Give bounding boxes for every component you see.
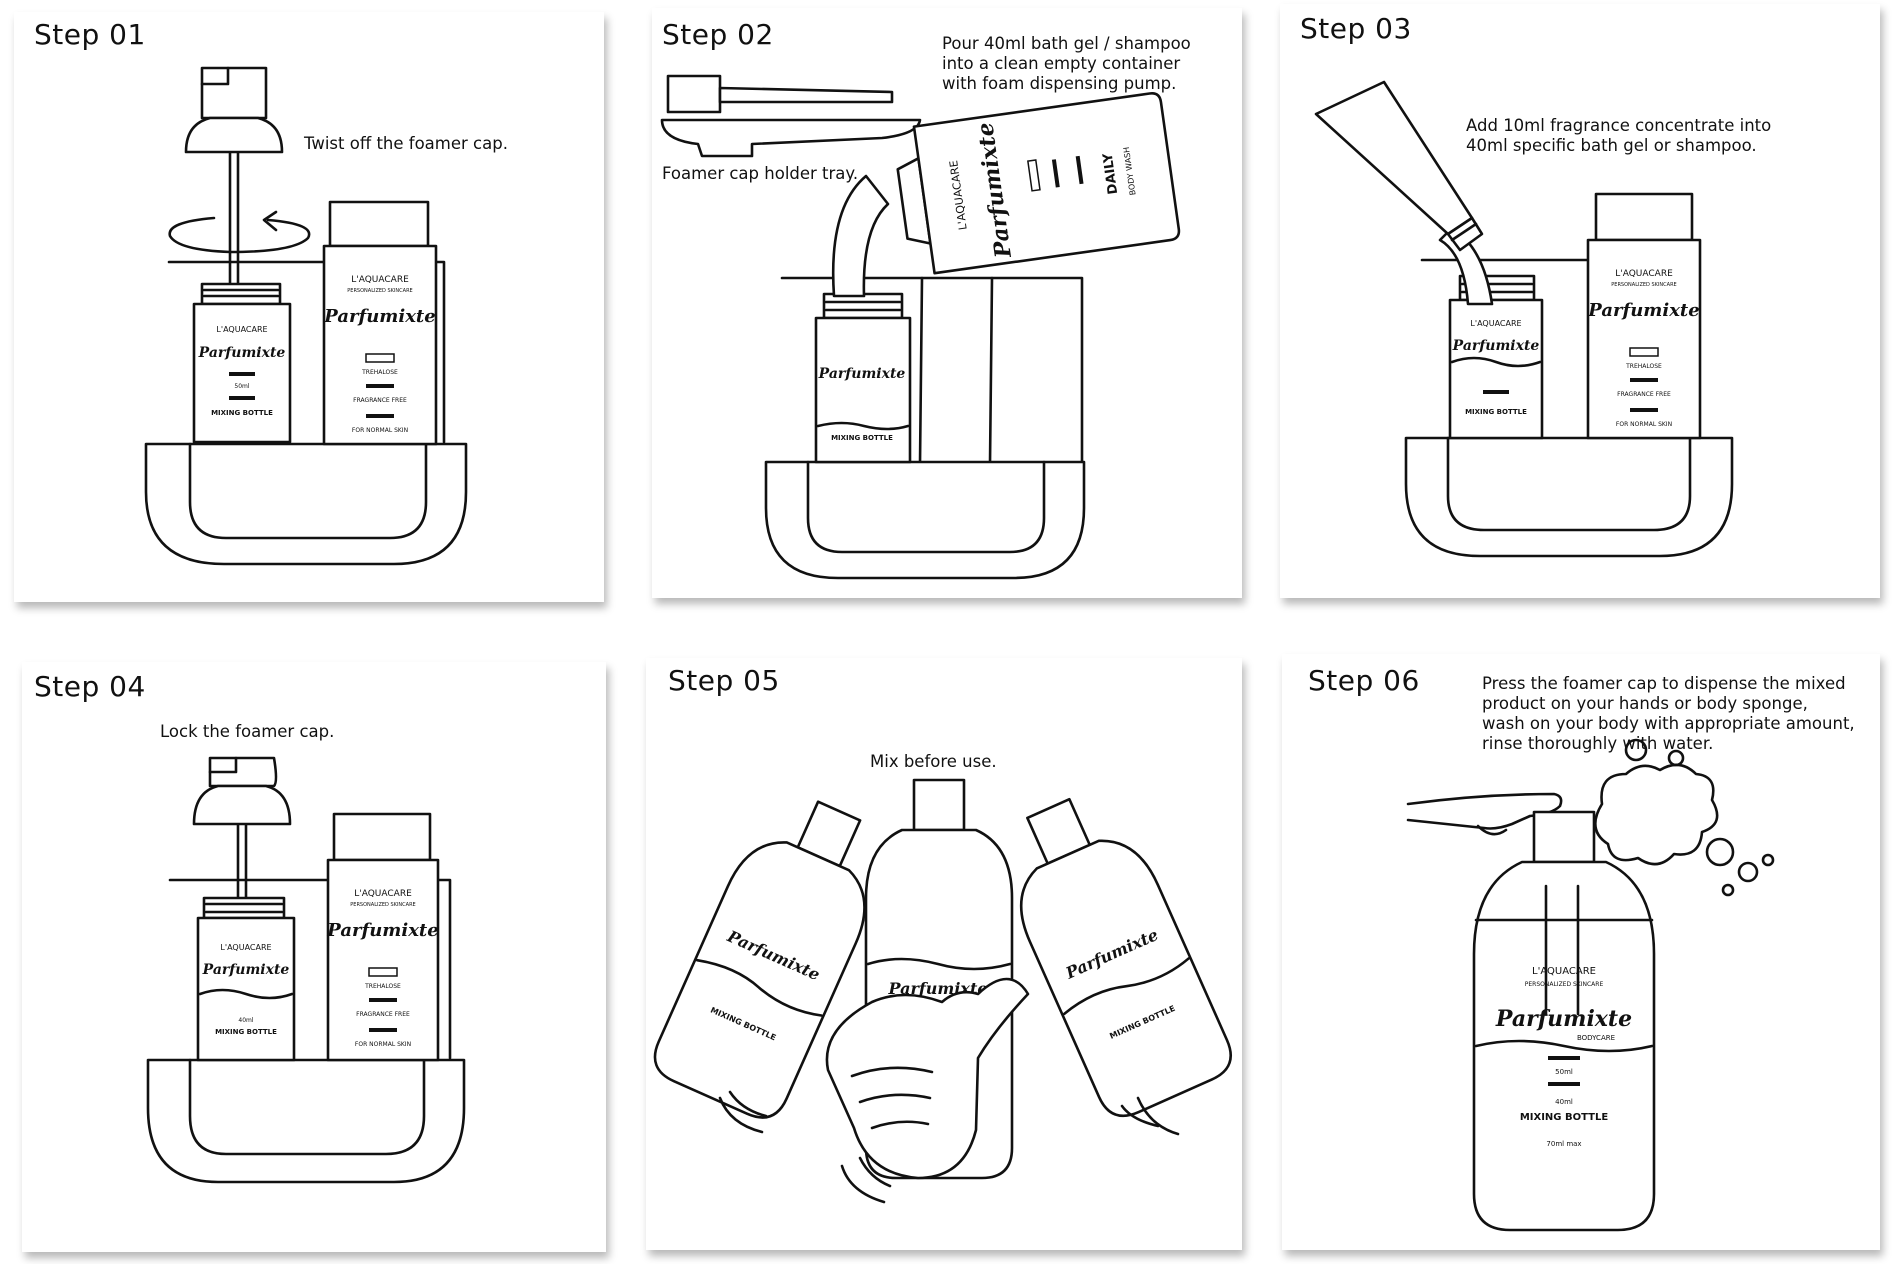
svg-text:50ml: 50ml [1555, 1068, 1573, 1076]
svg-text:Parfumixte: Parfumixte [326, 920, 438, 941]
step-title: Step 01 [34, 18, 146, 51]
svg-text:Parfumixte: Parfumixte [1452, 338, 1540, 354]
svg-text:MIXING BOTTLE: MIXING BOTTLE [211, 409, 273, 417]
step-caption: Press the foamer cap to dispense the mix… [1482, 674, 1855, 753]
step-02-illustration: Parfumixte MIXING BOTTLE L'AQUACARE Parf… [652, 8, 1242, 598]
foamer-cap [186, 68, 282, 152]
step-title: Step 04 [34, 670, 146, 703]
svg-text:BODYCARE: BODYCARE [1577, 1034, 1615, 1042]
svg-text:PERSONALIZED SKINCARE: PERSONALIZED SKINCARE [1525, 981, 1604, 988]
mixing-bottle: L'AQUACARE Parfumixte 50ml MIXING BOTTLE [194, 284, 290, 442]
svg-text:70ml max: 70ml max [1546, 1140, 1581, 1148]
step-01-panel: Step 01 Twist off the foamer cap. L'AQUA… [14, 12, 604, 602]
bottle-left: Parfumixte MIXING BOTTLE [647, 782, 903, 1126]
svg-text:L'AQUACARE: L'AQUACARE [351, 275, 409, 285]
step-02-panel: Step 02 Pour 40ml bath gel / shampoo int… [652, 8, 1242, 598]
svg-text:L'AQUACARE: L'AQUACARE [1532, 966, 1596, 977]
svg-text:L'AQUACARE: L'AQUACARE [216, 325, 267, 334]
holder-tray [146, 444, 466, 564]
svg-text:L'AQUACARE: L'AQUACARE [1470, 319, 1521, 328]
step-04-illustration: L'AQUACARE Parfumixte 40ml MIXING BOTTLE… [22, 662, 606, 1252]
svg-text:MIXING BOTTLE: MIXING BOTTLE [1520, 1112, 1609, 1123]
svg-text:MIXING BOTTLE: MIXING BOTTLE [831, 434, 893, 442]
svg-text:MIXING BOTTLE: MIXING BOTTLE [1465, 408, 1527, 416]
svg-text:50ml: 50ml [234, 383, 249, 390]
daily-bottle: L'AQUACARE PERSONALIZED SKINCARE Parfumi… [1587, 194, 1700, 438]
fragrance-tube [1316, 82, 1482, 250]
mixing-bottle-large: L'AQUACARE PERSONALIZED SKINCARE Parfumi… [1474, 812, 1654, 1230]
bottle-right: Parfumixte MIXING BOTTLE [984, 781, 1240, 1125]
mixing-bottle: L'AQUACARE Parfumixte MIXING BOTTLE [1450, 276, 1542, 438]
foam-bubbles [1595, 740, 1773, 895]
svg-text:Parfumixte: Parfumixte [323, 306, 435, 327]
svg-text:Parfumixte: Parfumixte [202, 962, 290, 978]
step-03-illustration: L'AQUACARE Parfumixte MIXING BOTTLE L'AQ… [1280, 4, 1880, 598]
step-06-panel: Step 06 Press the foamer cap to dispense… [1282, 654, 1880, 1250]
step-caption: Add 10ml fragrance concentrate into 40ml… [1466, 116, 1772, 155]
step-04-panel: Step 04 Lock the foamer cap. L'AQUACARE … [22, 662, 606, 1252]
daily-bottle: L'AQUACARE PERSONALIZED SKINCARE Parfumi… [323, 202, 436, 444]
svg-text:L'AQUACARE: L'AQUACARE [220, 943, 271, 952]
step-title: Step 02 [662, 18, 774, 51]
svg-text:Parfumixte: Parfumixte [818, 366, 906, 382]
daily-bottle-pouring: L'AQUACARE Parfumixte DAILY BODY WASH [892, 92, 1180, 276]
svg-text:FRAGRANCE FREE: FRAGRANCE FREE [353, 397, 407, 404]
svg-text:DAILY: DAILY [1101, 152, 1122, 196]
svg-text:L'AQUACARE: L'AQUACARE [354, 889, 412, 899]
svg-text:Parfumixte: Parfumixte [198, 345, 286, 361]
svg-text:MIXING BOTTLE: MIXING BOTTLE [215, 1028, 277, 1036]
step-caption: Mix before use. [870, 752, 997, 771]
svg-text:FRAGRANCE FREE: FRAGRANCE FREE [1617, 391, 1671, 398]
svg-text:40ml: 40ml [238, 1017, 253, 1024]
step-caption: Pour 40ml bath gel / shampoo into a clea… [942, 34, 1191, 93]
tray-caption: Foamer cap holder tray. [662, 164, 859, 183]
svg-text:PERSONALIZED SKINCARE: PERSONALIZED SKINCARE [1611, 282, 1676, 288]
svg-text:FRAGRANCE FREE: FRAGRANCE FREE [356, 1011, 410, 1018]
step-title: Step 03 [1300, 12, 1412, 45]
svg-text:FOR NORMAL SKIN: FOR NORMAL SKIN [1616, 421, 1672, 428]
svg-text:Parfumixte: Parfumixte [1495, 1006, 1632, 1032]
mixing-bottle: L'AQUACARE Parfumixte 40ml MIXING BOTTLE [198, 898, 294, 1060]
step-title: Step 06 [1308, 664, 1420, 697]
step-03-panel: Step 03 Add 10ml fragrance concentrate i… [1280, 4, 1880, 598]
svg-text:TREHALOSE: TREHALOSE [364, 983, 401, 990]
step-01-illustration: L'AQUACARE Parfumixte 50ml MIXING BOTTLE… [14, 12, 604, 602]
step-caption: Twist off the foamer cap. [304, 134, 508, 153]
step-title: Step 05 [668, 664, 780, 697]
cap-holder-tray [662, 76, 920, 156]
svg-text:Parfumixte: Parfumixte [1587, 300, 1699, 321]
step-05-panel: Step 05 Mix before use. Parfumixte MIXIN… [646, 658, 1242, 1250]
svg-text:TREHALOSE: TREHALOSE [361, 369, 398, 376]
svg-text:FOR NORMAL SKIN: FOR NORMAL SKIN [352, 427, 408, 434]
svg-text:40ml: 40ml [1555, 1098, 1573, 1106]
svg-text:TREHALOSE: TREHALOSE [1625, 363, 1662, 370]
step-caption: Lock the foamer cap. [160, 722, 335, 741]
step-05-illustration: Parfumixte MIXING BOTTLE Parfumixte MIXI… [646, 658, 1242, 1250]
daily-bottle: L'AQUACARE PERSONALIZED SKINCARE Parfumi… [326, 814, 438, 1060]
step-06-illustration: L'AQUACARE PERSONALIZED SKINCARE Parfumi… [1282, 654, 1880, 1250]
svg-text:PERSONALIZED SKINCARE: PERSONALIZED SKINCARE [350, 902, 415, 908]
svg-text:PERSONALIZED SKINCARE: PERSONALIZED SKINCARE [347, 288, 412, 294]
foamer-cap [194, 758, 290, 824]
svg-text:L'AQUACARE: L'AQUACARE [1615, 269, 1673, 279]
svg-text:FOR NORMAL SKIN: FOR NORMAL SKIN [355, 1041, 411, 1048]
mixing-bottle: Parfumixte MIXING BOTTLE [816, 294, 910, 462]
